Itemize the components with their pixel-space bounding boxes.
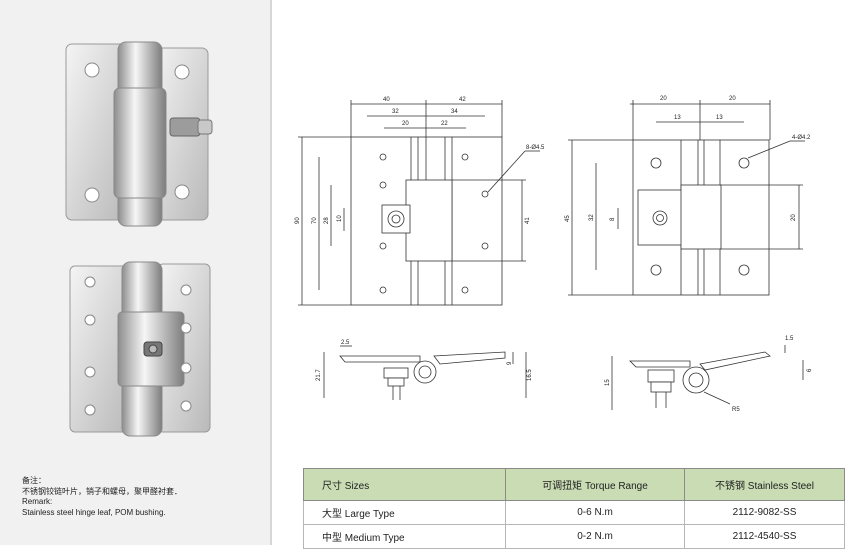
header-sizes: 尺寸 Sizes (303, 468, 506, 501)
dim-r5: R5 (732, 407, 740, 413)
table-header-row: 尺寸 Sizes 可调扭矩 Torque Range 不锈钢 Stainless… (303, 468, 845, 501)
dim-2-5: 2.5 (341, 340, 350, 346)
large-side-view (323, 345, 527, 400)
row-large-part: 2112-9082-SS (684, 500, 845, 525)
dim-41: 41 (525, 217, 531, 224)
remark-en-text: Stainless steel hinge leaf, POM bushing. (22, 507, 166, 517)
dim-15: 15 (605, 379, 611, 386)
remark-cn-text: 不锈钢铰链叶片，销子和螺母，聚甲醛衬套． (22, 486, 182, 496)
dim-34: 34 (451, 109, 458, 115)
dim-21-7: 21.7 (316, 369, 322, 381)
dim-70: 70 (312, 217, 318, 224)
dim-16-5: 16.5 (527, 369, 533, 381)
dim-13b: 13 (716, 115, 723, 121)
row-large-size: 大型 Large Type (303, 500, 506, 525)
dim-22: 22 (441, 121, 448, 127)
medium-front-view (568, 100, 805, 296)
product-photo-panel: 备注： 不锈钢铰链叶片，销子和螺母，聚甲醛衬套． Remark: Stainle… (0, 0, 270, 545)
remark-cn-label: 备注： (22, 476, 46, 485)
dim-32: 32 (392, 109, 399, 115)
dim-1-5: 1.5 (785, 336, 794, 342)
dim-8: 8 (610, 217, 616, 221)
medium-hinge-photo (69, 261, 211, 437)
dim-10: 10 (337, 215, 343, 222)
dim-20m: 20 (791, 214, 797, 221)
large-front-view (298, 100, 540, 306)
dim-32m: 32 (589, 214, 595, 221)
medium-side-view (611, 345, 804, 410)
spec-table: 尺寸 Sizes 可调扭矩 Torque Range 不锈钢 Stainless… (303, 468, 845, 549)
large-hinge-photo (65, 41, 213, 227)
dim-20a: 20 (660, 96, 667, 102)
dim-hole-large: 8-Ø4.5 (526, 145, 545, 151)
dim-20b: 20 (729, 96, 736, 102)
remark-note: 备注： 不锈钢铰链叶片，销子和螺母，聚甲醛衬套． Remark: Stainle… (22, 476, 182, 518)
header-stainless: 不锈钢 Stainless Steel (684, 468, 845, 501)
dim-6: 6 (807, 368, 813, 372)
row-large-torque: 0-6 N.m (505, 500, 685, 525)
dim-40: 40 (383, 97, 390, 103)
dim-28: 28 (324, 217, 330, 224)
header-torque: 可调扭矩 Torque Range (505, 468, 685, 501)
technical-drawings: 40 42 32 34 20 22 90 70 28 10 41 8-Ø4.5 … (295, 96, 813, 413)
dim-45: 45 (565, 215, 571, 222)
dim-9: 9 (507, 361, 513, 365)
dim-20: 20 (402, 121, 409, 127)
dim-42: 42 (459, 97, 466, 103)
table-row: 大型 Large Type 0-6 N.m 2112-9082-SS (303, 500, 845, 525)
panel-divider (270, 0, 272, 545)
remark-en-label: Remark: (22, 497, 53, 506)
dim-90: 90 (295, 217, 301, 224)
dim-hole-medium: 4-Ø4.2 (792, 135, 811, 141)
dim-13a: 13 (674, 115, 681, 121)
